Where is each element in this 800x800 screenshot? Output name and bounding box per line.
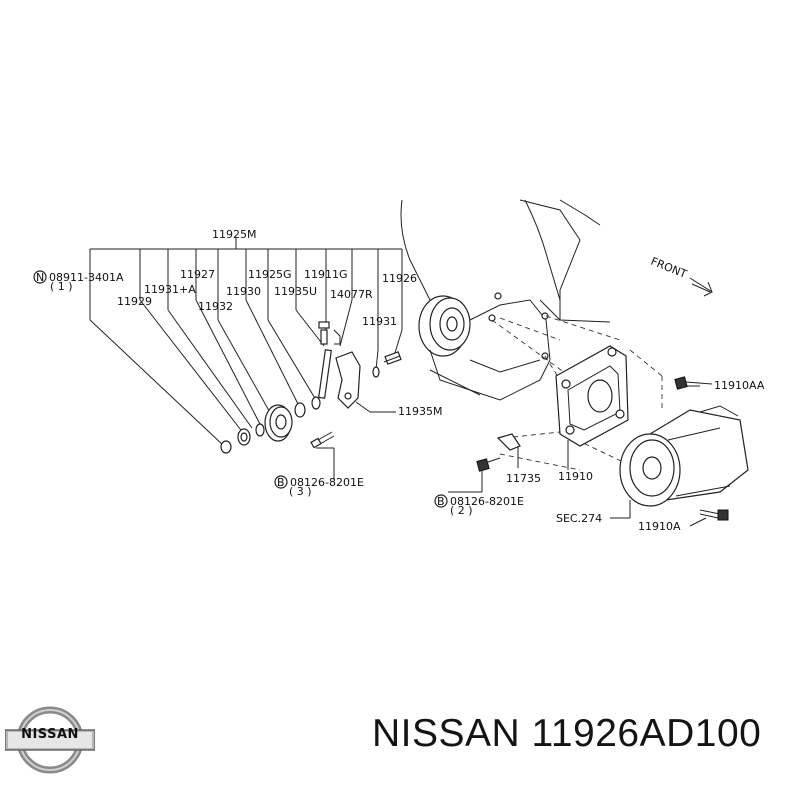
callout-11925M: 11925M — [212, 228, 256, 241]
compressor-bracket — [555, 345, 629, 470]
callout-sec-274: SEC.274 — [556, 512, 602, 525]
callout-11935M: 11935M — [398, 405, 442, 418]
callout-qty-3: ( 3 ) — [289, 485, 312, 498]
bolt-11910AA — [674, 376, 713, 390]
circled-b-text-left: B — [277, 476, 285, 489]
callout-11929: 11929 — [117, 295, 152, 308]
callout-11935U: 11935U — [274, 285, 317, 298]
circled-b-symbol-right: B — [434, 494, 448, 508]
callout-08911-3401A: 08911-3401A — [49, 271, 124, 284]
callout-14077R: 14077R — [330, 288, 373, 301]
callout-11910AA: 11910AA — [714, 379, 765, 392]
circled-n-symbol: N — [33, 270, 47, 284]
circled-n-text: N — [36, 271, 44, 284]
callout-11735: 11735 — [506, 472, 541, 485]
ac-compressor — [610, 405, 749, 527]
callout-11932: 11932 — [198, 300, 233, 313]
callout-qty-1: ( 1 ) — [50, 280, 73, 293]
callout-labels: 11925M 08911-3401A ( 1 ) 11929 11927 119… — [49, 228, 765, 533]
tensioner-parts — [220, 321, 402, 454]
callout-11911G: 11911G — [304, 268, 348, 281]
callout-front: FRONT — [649, 255, 689, 281]
nissan-logo-wordmark: NISSAN — [21, 727, 79, 742]
nissan-logo — [5, 706, 95, 774]
callout-11930: 11930 — [226, 285, 261, 298]
callout-11910: 11910 — [558, 470, 593, 483]
callout-08126-8201E-right: 08126-8201E — [450, 495, 524, 508]
callout-11931: 11931 — [362, 315, 397, 328]
circled-b-symbol-left: B — [274, 475, 288, 489]
engine-block — [400, 199, 611, 401]
callout-qty-2: ( 2 ) — [450, 504, 473, 517]
front-arrow — [689, 277, 714, 297]
bracket-11735 — [448, 433, 521, 493]
part-title: NISSAN 11926AD100 — [372, 712, 762, 755]
callout-11925G: 11925G — [248, 268, 292, 281]
callout-11931-A: 11931+A — [144, 283, 196, 296]
callout-08126-8201E-left: 08126-8201E — [290, 476, 364, 489]
circled-b-text-right: B — [437, 495, 445, 508]
callout-11910A: 11910A — [638, 520, 681, 533]
callout-11926: 11926 — [382, 272, 417, 285]
callout-11927: 11927 — [180, 268, 215, 281]
